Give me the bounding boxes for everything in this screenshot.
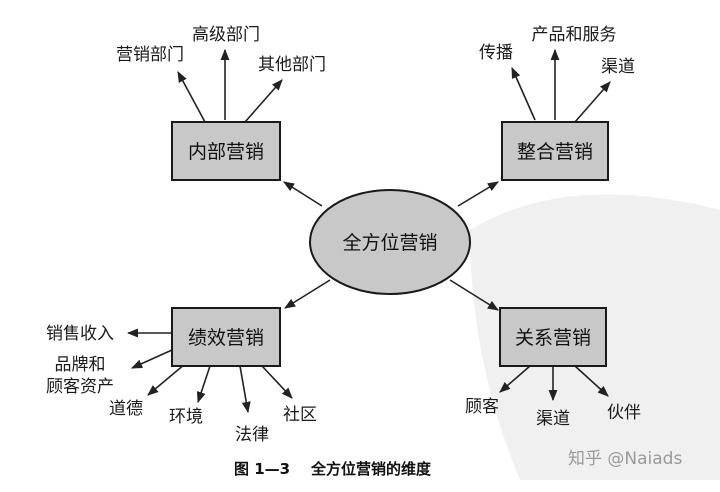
box-relationship: 关系营销: [499, 307, 607, 367]
center-label: 全方位营销: [342, 232, 437, 254]
edge-integrated-item-0: [511, 66, 536, 121]
relationship-item: 伙伴: [607, 403, 641, 423]
edge-internal-item-2: [244, 79, 283, 123]
integrated-item: 渠道: [601, 57, 635, 77]
internal-item: 高级部门: [192, 25, 260, 45]
edge-integrated-item-2: [574, 81, 611, 123]
relationship-item: 顾客: [465, 397, 499, 417]
performance-item: 道德: [109, 399, 143, 419]
edge-performance-item-1: [130, 349, 173, 369]
box-integrated-label: 整合营销: [517, 141, 593, 163]
edge-center-integrated: [457, 181, 499, 207]
performance-item-multiline: 品牌和顾客资产: [46, 355, 114, 397]
performance-item-line: 顾客资产: [46, 377, 114, 397]
performance-item-line: 品牌和: [55, 355, 106, 375]
integrated-item: 传播: [479, 43, 513, 63]
watermark-text: 知乎 @Naiads: [568, 449, 682, 469]
edge-center-performance: [284, 279, 331, 309]
box-internal: 内部营销: [171, 121, 281, 181]
center-node: 全方位营销: [309, 189, 471, 295]
box-internal-label: 内部营销: [188, 141, 264, 163]
box-integrated: 整合营销: [501, 121, 609, 181]
performance-item: 环境: [169, 407, 203, 427]
relationship-item: 渠道: [536, 409, 570, 429]
edge-relationship-item-0: [499, 365, 531, 393]
edge-performance-item-5: [261, 365, 293, 399]
edge-center-internal: [283, 181, 323, 207]
edge-center-relationship: [449, 279, 499, 311]
edge-performance-item-3: [196, 365, 211, 404]
box-performance: 绩效营销: [171, 307, 281, 367]
edge-internal-item-0: [177, 71, 206, 123]
box-performance-label: 绩效营销: [188, 327, 264, 349]
edge-performance-item-4: [239, 365, 251, 414]
integrated-item: 产品和服务: [532, 25, 617, 45]
internal-item: 营销部门: [116, 45, 184, 65]
internal-item: 其他部门: [258, 55, 326, 75]
performance-item: 社区: [283, 405, 317, 425]
performance-item: 法律: [235, 425, 269, 445]
performance-item: 销售收入: [46, 324, 114, 344]
edge-performance-item-2: [147, 363, 186, 396]
edge-relationship-item-2: [574, 365, 609, 397]
box-relationship-label: 关系营销: [515, 327, 591, 349]
figure-caption: 图 1—3 全方位营销的维度: [234, 460, 432, 478]
